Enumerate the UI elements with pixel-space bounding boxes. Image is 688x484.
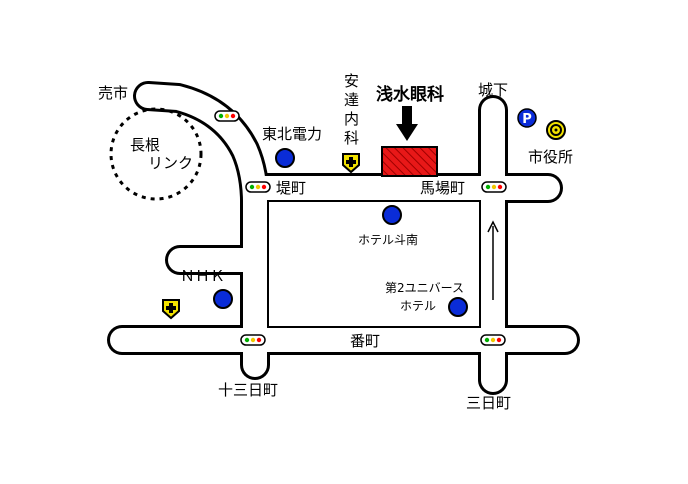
shirashita-label: 城下 [478, 81, 508, 99]
nagane-rink-circle [109, 107, 203, 201]
babacho-label: 馬場町 [420, 179, 465, 197]
one-way-arrow-icon [487, 220, 499, 300]
parking-icon: P [517, 108, 537, 128]
mikkamachi-label: 三日町 [466, 394, 511, 412]
svg-text:科: 科 [344, 129, 359, 147]
hotel-universe-label-line2: ホテル [400, 299, 436, 313]
bancho-label: 番町 [350, 332, 380, 350]
hotel-universe-label-line1: 第2ユニバース [385, 281, 464, 295]
jusannichimachi-label: 十三日町 [218, 381, 278, 399]
hotel-tonan-label: ホテル斗南 [358, 232, 418, 247]
traffic-signal-icon [214, 110, 240, 122]
tohoku-denryoku-label: 東北電力 [262, 125, 322, 143]
traffic-signal-icon [480, 334, 506, 346]
svg-text:内: 内 [344, 110, 359, 128]
clinic-building [381, 146, 438, 177]
nagane-rink-label-line1: 長根 [130, 136, 160, 154]
hotel-tonan-marker [382, 205, 402, 225]
adachi-naika-label: 安 達 内 科 [344, 72, 359, 147]
city-hall-icon [546, 120, 566, 140]
traffic-signal-icon [245, 181, 271, 193]
hospital-icon [342, 153, 360, 174]
urimachi-label: 売市 [98, 84, 128, 102]
arrow-down-icon [396, 106, 418, 141]
svg-text:達: 達 [344, 91, 359, 109]
nhk-label: ＮＨＫ [180, 267, 225, 285]
nhk-marker [213, 289, 233, 309]
svg-text:P: P [522, 112, 532, 127]
nagane-rink-label-line2: リンク [148, 154, 193, 172]
city-hall-label: 市役所 [528, 148, 573, 166]
hospital-icon [162, 299, 180, 320]
hotel-universe-marker [448, 297, 468, 317]
tsutsumimachi-label: 堤町 [276, 179, 306, 197]
tohoku-denryoku-marker [275, 148, 295, 168]
svg-text:安: 安 [344, 72, 359, 90]
traffic-signal-icon [481, 181, 507, 193]
traffic-signal-icon [240, 334, 266, 346]
clinic-name: 浅水眼科 [376, 84, 444, 105]
